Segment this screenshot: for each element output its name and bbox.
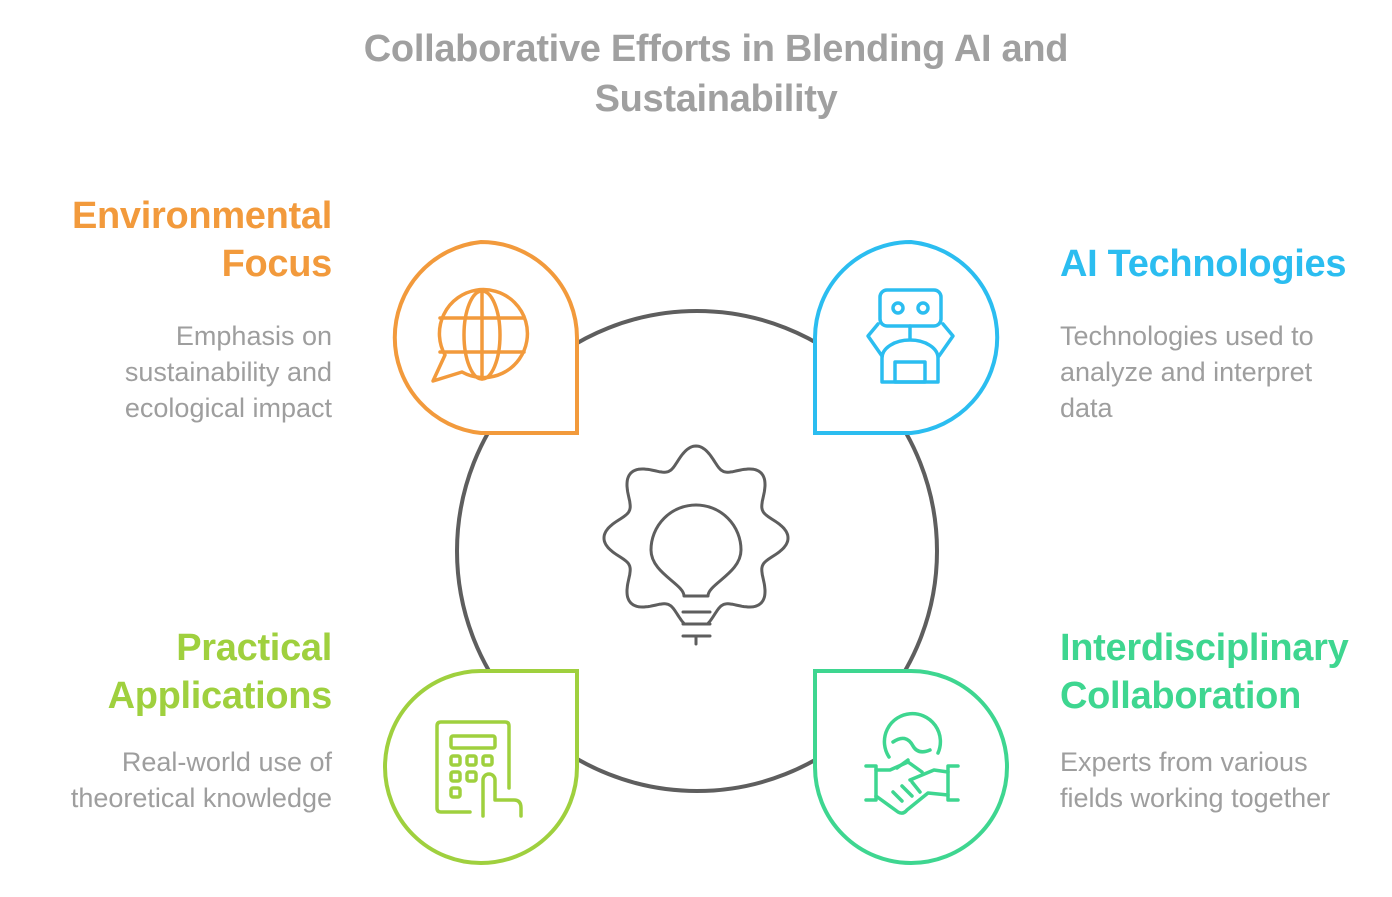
node-ai-technologies [813,239,1000,435]
keypad-hand-icon [435,720,523,818]
environmental-focus-heading: Environmental Focus [20,192,332,288]
ai-technologies-description: Technologies used to analyze and interpr… [1060,318,1380,426]
central-ring [455,309,939,793]
ai-heading-line-1: AI Technologies [1060,243,1347,285]
interdisciplinary-collaboration-heading: Interdisciplinary Collaboration [1060,624,1380,720]
handshake-globe-icon [864,711,960,815]
environmental-heading-line-1: Environmental [71,195,332,237]
node-practical-applications [383,669,579,866]
ai-technologies-heading: AI Technologies [1060,240,1380,288]
interdisciplinary-heading-line-1: Interdisciplinary [1060,627,1349,669]
environmental-focus-description: Emphasis on sustainability and ecologica… [20,318,332,426]
title-line-1: Collaborative Efforts in Blending AI and [363,28,1069,70]
practical-desc-line-1: Real-world use of [121,747,332,777]
environmental-desc-line-3: ecological impact [124,393,332,423]
practical-desc-line-2: theoretical knowledge [70,783,332,813]
practical-applications-description: Real-world use of theoretical knowledge [20,744,332,816]
environmental-heading-line-2: Focus [221,243,333,285]
robot-icon [866,288,955,384]
interdisciplinary-desc-line-1: Experts from various [1060,747,1308,777]
interdisciplinary-desc-line-2: fields working together [1060,783,1331,813]
interdisciplinary-node-shape [813,669,1009,866]
diagram-title: Collaborative Efforts in Blending AI and… [296,24,1136,124]
environmental-desc-line-1: Emphasis on [175,321,332,351]
ai-desc-line-1: Technologies used to [1060,321,1314,351]
practical-heading-line-2: Applications [107,675,333,717]
ai-node-shape [813,239,1000,435]
interdisciplinary-collaboration-description: Experts from various fields working toge… [1060,744,1380,816]
node-environmental-focus [392,239,579,435]
title-line-2: Sustainability [594,78,838,120]
environmental-desc-line-2: sustainability and [124,357,332,387]
environmental-node-shape [392,239,579,435]
ai-desc-line-3: data [1060,393,1113,423]
practical-node-shape [383,669,579,866]
lightbulb-gear-icon [602,444,790,646]
practical-heading-line-1: Practical [176,627,332,669]
node-interdisciplinary-collaboration [813,669,1009,866]
globe-chat-icon [431,287,530,383]
practical-applications-heading: Practical Applications [20,624,333,720]
interdisciplinary-heading-line-2: Collaboration [1060,675,1301,717]
ai-desc-line-2: analyze and interpret [1060,357,1313,387]
